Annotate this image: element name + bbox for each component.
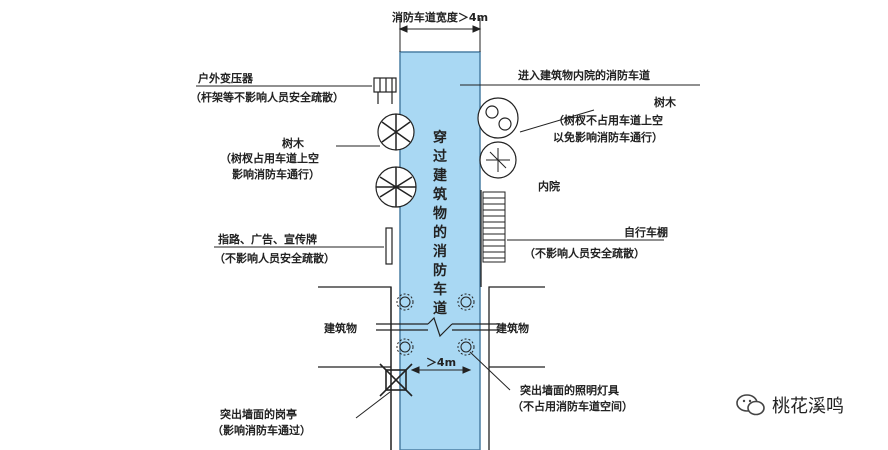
top-width-dimension: [398, 18, 482, 52]
courtyard-label: 内院: [538, 179, 560, 193]
building-break-line: [376, 316, 500, 338]
lamp-leader: [469, 351, 511, 391]
tree-right-leader: [519, 109, 595, 133]
road-char: 物: [433, 205, 447, 222]
tree-icon: [377, 113, 415, 151]
building-walls: [318, 190, 545, 450]
wechat-icon: [736, 394, 765, 416]
bike-shed-note: （不影响人员安全疏散）: [524, 246, 645, 260]
sign-icon: [385, 227, 393, 265]
fire-lane-road: [399, 51, 481, 450]
road-char: 过: [433, 148, 447, 165]
booth-title: 突出墙面的岗亭: [220, 407, 297, 421]
transformer-icon: [373, 77, 397, 104]
tree-icon: [375, 166, 417, 208]
road-char: 建: [433, 167, 447, 184]
building-left-label: 建筑物: [324, 321, 357, 335]
sign-note: （不影响人员安全疏散）: [214, 251, 335, 265]
tree-right-note-1: （树杈不占用车道上空: [553, 113, 663, 127]
transformer-title: 户外变压器: [198, 71, 254, 85]
road-char: 道: [433, 300, 447, 317]
booth-icon: [379, 363, 413, 397]
lower-width-label: ＞4m: [426, 356, 456, 369]
tree-right-note-2: 以免影响消防车通行）: [553, 130, 663, 144]
road-char: 消: [433, 243, 447, 260]
lamp-title: 突出墙面的照明灯具: [520, 383, 619, 397]
tree-icon: [479, 141, 517, 179]
booth-leader: [355, 391, 391, 419]
sign-title: 指路、广告、宣传牌: [218, 232, 317, 246]
booth-note: （影响消防车通过）: [212, 423, 311, 437]
lower-width-dimension: [410, 366, 472, 374]
road-char: 防: [433, 262, 447, 279]
watermark: 桃花溪鸣: [736, 392, 844, 418]
road-char: 穿: [433, 129, 447, 146]
transformer-note: （杆架等不影响人员安全疏散）: [190, 90, 344, 104]
tree-left-note-1: （树杈占用车道上空: [220, 151, 319, 165]
tree-right-title: 树木: [654, 95, 677, 109]
watermark-text: 桃花溪鸣: [772, 396, 844, 417]
tree-left-title: 树木: [282, 136, 305, 150]
top-width-label: 消防车道宽度＞4m: [392, 10, 488, 24]
tree-left-note-2: 影响消防车通行）: [232, 167, 320, 181]
lamp-icon: [396, 293, 475, 356]
road-char: 筑: [433, 186, 447, 203]
road-char: 的: [433, 224, 447, 241]
tree-icon: [477, 97, 519, 139]
building-right-label: 建筑物: [496, 321, 529, 335]
road-char: 车: [433, 281, 447, 298]
enter-courtyard-label: 进入建筑物内院的消防车道: [518, 68, 650, 82]
bike-shed-title: 自行车棚: [624, 225, 668, 239]
road-vertical-text: 穿 过 建 筑 物 的 消 防 车 道: [433, 129, 447, 317]
bike-shed-icon: [482, 191, 506, 263]
lamp-note: （不占用消防车道空间）: [512, 399, 633, 413]
